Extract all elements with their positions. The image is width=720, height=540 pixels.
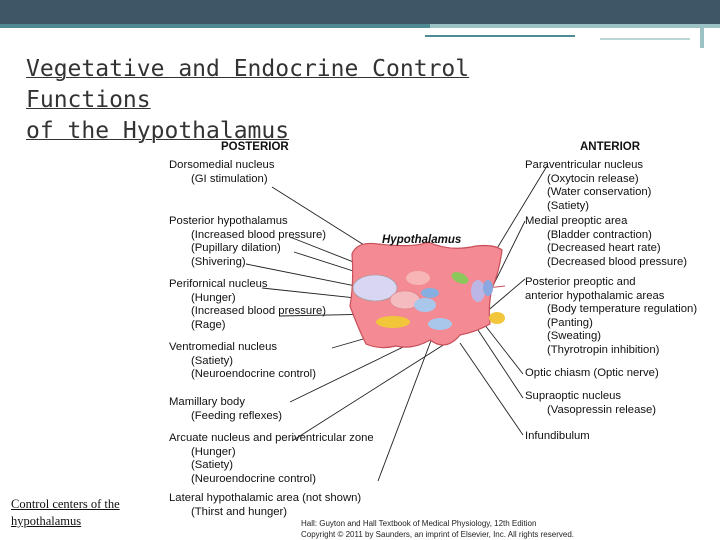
nucleus-preoptic: [471, 280, 485, 302]
nucleus-perifornical: [421, 288, 439, 298]
label-title: Perifornical nucleus: [169, 278, 268, 290]
label-optic-chiasm: Optic chiasm (Optic nerve): [525, 367, 659, 381]
nucleus-posterior: [352, 274, 398, 302]
label-title: Arcuate nucleus and periventricular zone: [169, 432, 374, 444]
label-item: (Increased blood pressure): [191, 305, 327, 318]
label-item: (Satiety): [191, 459, 234, 472]
label-infundibulum: Infundibulum: [525, 430, 590, 444]
slide-title: Vegetative and Endocrine Control Functio…: [26, 54, 606, 147]
label-mamillary-body: Mamillary body (Feeding reflexes): [169, 396, 282, 423]
credit-line1: Hall: Guyton and Hall Textbook of Medica…: [301, 519, 537, 528]
label-item: (GI stimulation): [191, 172, 268, 185]
label-title: Supraoptic nucleus: [525, 390, 622, 402]
label-item: (Increased blood pressure): [191, 228, 327, 241]
label-item: (Thirst and hunger): [191, 505, 288, 518]
label-item: (Rage): [191, 318, 226, 331]
label-lateral-hypothalamic: Lateral hypothalamic area (not shown) (T…: [169, 492, 361, 519]
label-title: Optic chiasm (Optic nerve): [525, 367, 659, 379]
label-perifornical: Perifornical nucleus (Hunger) (Increased…: [169, 278, 326, 332]
label-item: (Bladder contraction): [547, 228, 652, 241]
label-item: (Panting): [547, 316, 593, 329]
label-title: Lateral hypothalamic area (not shown): [169, 492, 362, 504]
label-item: (Pupillary dilation): [191, 242, 281, 255]
label-medial-preoptic: Medial preoptic area (Bladder contractio…: [525, 215, 687, 269]
hypothalamus-illustration: [245, 165, 548, 482]
anterior-header: ANTERIOR: [580, 141, 641, 153]
label-item: (Feeding reflexes): [191, 409, 283, 422]
label-ventromedial: Ventromedial nucleus (Satiety) (Neuroend…: [169, 341, 316, 382]
label-title: Medial preoptic area: [525, 215, 628, 227]
label-item: (Satiety): [191, 354, 234, 367]
label-item: (Thyrotropin inhibition): [547, 343, 660, 356]
label-item: (Hunger): [191, 291, 236, 304]
figure-credit: Hall: Guyton and Hall Textbook of Medica…: [301, 519, 574, 540]
label-supraoptic: Supraoptic nucleus (Vasopressin release): [525, 390, 656, 417]
hypothalamus-label: Hypothalamus: [382, 234, 462, 246]
label-title: Paraventricular nucleus: [525, 159, 644, 171]
hypothalamus-figure: POSTERIOR ANTERIOR Hypothalamus Dorsomed…: [160, 138, 720, 540]
slide-caption: Control centers of the hypothalamus: [11, 497, 120, 528]
label-posterior-preoptic: Posterior preoptic and anterior hypothal…: [525, 276, 697, 358]
label-item: (Vasopressin release): [547, 403, 657, 416]
label-title: Infundibulum: [525, 430, 590, 442]
label-posterior-hypothalamus: Posterior hypothalamus (Increased blood …: [169, 215, 326, 269]
credit-line2: Copyright © 2011 by Saunders, an imprint…: [301, 529, 574, 539]
label-item: (Oxytocin release): [547, 172, 639, 185]
label-title: Posterior hypothalamus: [169, 215, 288, 227]
label-item: (Sweating): [547, 330, 601, 343]
nucleus-medial-preoptic: [483, 280, 493, 296]
label-arcuate: Arcuate nucleus and periventricular zone…: [169, 432, 374, 486]
slide-title-line1: Vegetative and Endocrine Control Functio…: [26, 56, 470, 113]
nucleus-lateral: [414, 298, 436, 312]
optic-chiasm: [489, 312, 505, 324]
label-title: Mamillary body: [169, 396, 245, 408]
label-item: (Neuroendocrine control): [191, 472, 316, 485]
label-item: (Satiety): [547, 199, 590, 212]
label-paraventricular: Paraventricular nucleus (Oxytocin releas…: [525, 159, 651, 213]
posterior-header: POSTERIOR: [221, 141, 289, 153]
label-item: anterior hypothalamic areas: [525, 289, 665, 302]
label-item: (Hunger): [191, 445, 236, 458]
nucleus-supraoptic: [428, 318, 452, 330]
top-bar: [0, 0, 720, 24]
label-item: (Water conservation): [547, 186, 652, 199]
label-title: Posterior preoptic and: [525, 276, 636, 288]
nucleus-dorsomedial: [406, 271, 430, 285]
label-item: (Neuroendocrine control): [191, 368, 316, 381]
nucleus-paraventricular: [451, 272, 469, 284]
label-item: (Decreased heart rate): [547, 242, 661, 255]
accent-stripes: [0, 24, 720, 48]
label-dorsomedial: Dorsomedial nucleus (GI stimulation): [169, 159, 275, 186]
slide-title-line2: of the Hypothalamus: [26, 118, 290, 144]
label-item: (Shivering): [191, 255, 246, 268]
label-item: (Body temperature regulation): [547, 303, 698, 316]
label-title: Ventromedial nucleus: [169, 341, 278, 353]
label-item: (Decreased blood pressure): [547, 255, 688, 268]
nucleus-arcuate: [376, 316, 410, 328]
label-title: Dorsomedial nucleus: [169, 159, 275, 171]
